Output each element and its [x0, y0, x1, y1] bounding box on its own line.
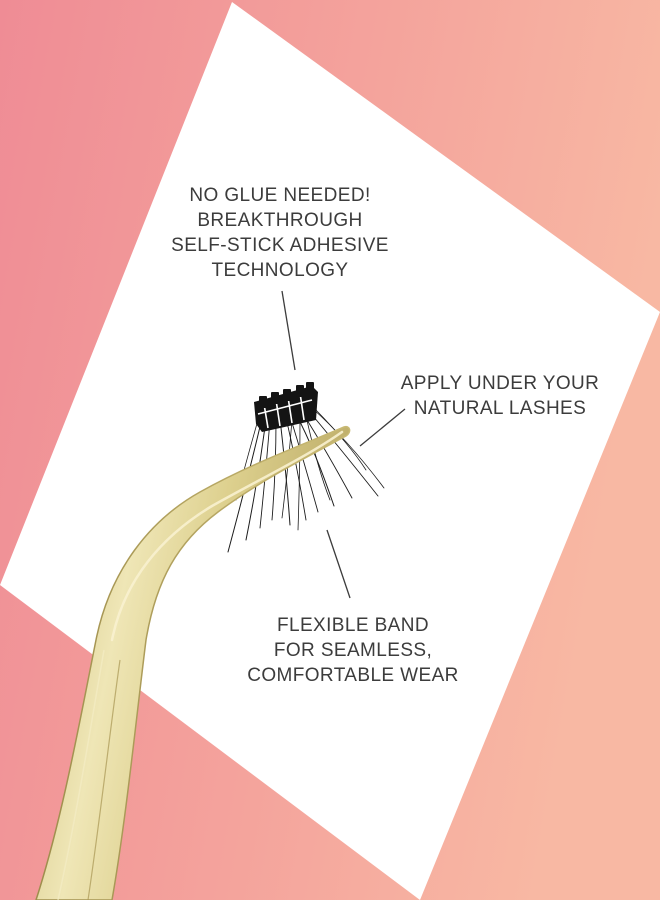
callout-adhesive-line-3: SELF-STICK ADHESIVE [171, 235, 389, 256]
callout-application-line-1: APPLY UNDER YOUR [400, 373, 600, 394]
leader-line-application [359, 408, 406, 447]
callout-adhesive: NO GLUE NEEDED! BREAKTHROUGH SELF-STICK … [150, 183, 410, 283]
tweezer-icon [35, 425, 351, 900]
lash-band-icon [254, 382, 318, 432]
callout-band-line-2: FOR SEAMLESS, [273, 640, 433, 661]
leader-line-band [326, 529, 351, 599]
callout-band-line-3: COMFORTABLE WEAR [247, 665, 459, 686]
callout-adhesive-line-1: NO GLUE NEEDED! [189, 185, 371, 206]
callout-adhesive-line-2: BREAKTHROUGH [197, 210, 363, 231]
leader-line-adhesive [281, 290, 296, 371]
callout-band: FLEXIBLE BAND FOR SEAMLESS, COMFORTABLE … [228, 613, 478, 688]
callout-application: APPLY UNDER YOUR NATURAL LASHES [395, 371, 605, 421]
callout-band-line-1: FLEXIBLE BAND [277, 615, 429, 636]
callout-adhesive-line-4: TECHNOLOGY [211, 260, 349, 281]
callout-application-line-2: NATURAL LASHES [413, 398, 587, 419]
